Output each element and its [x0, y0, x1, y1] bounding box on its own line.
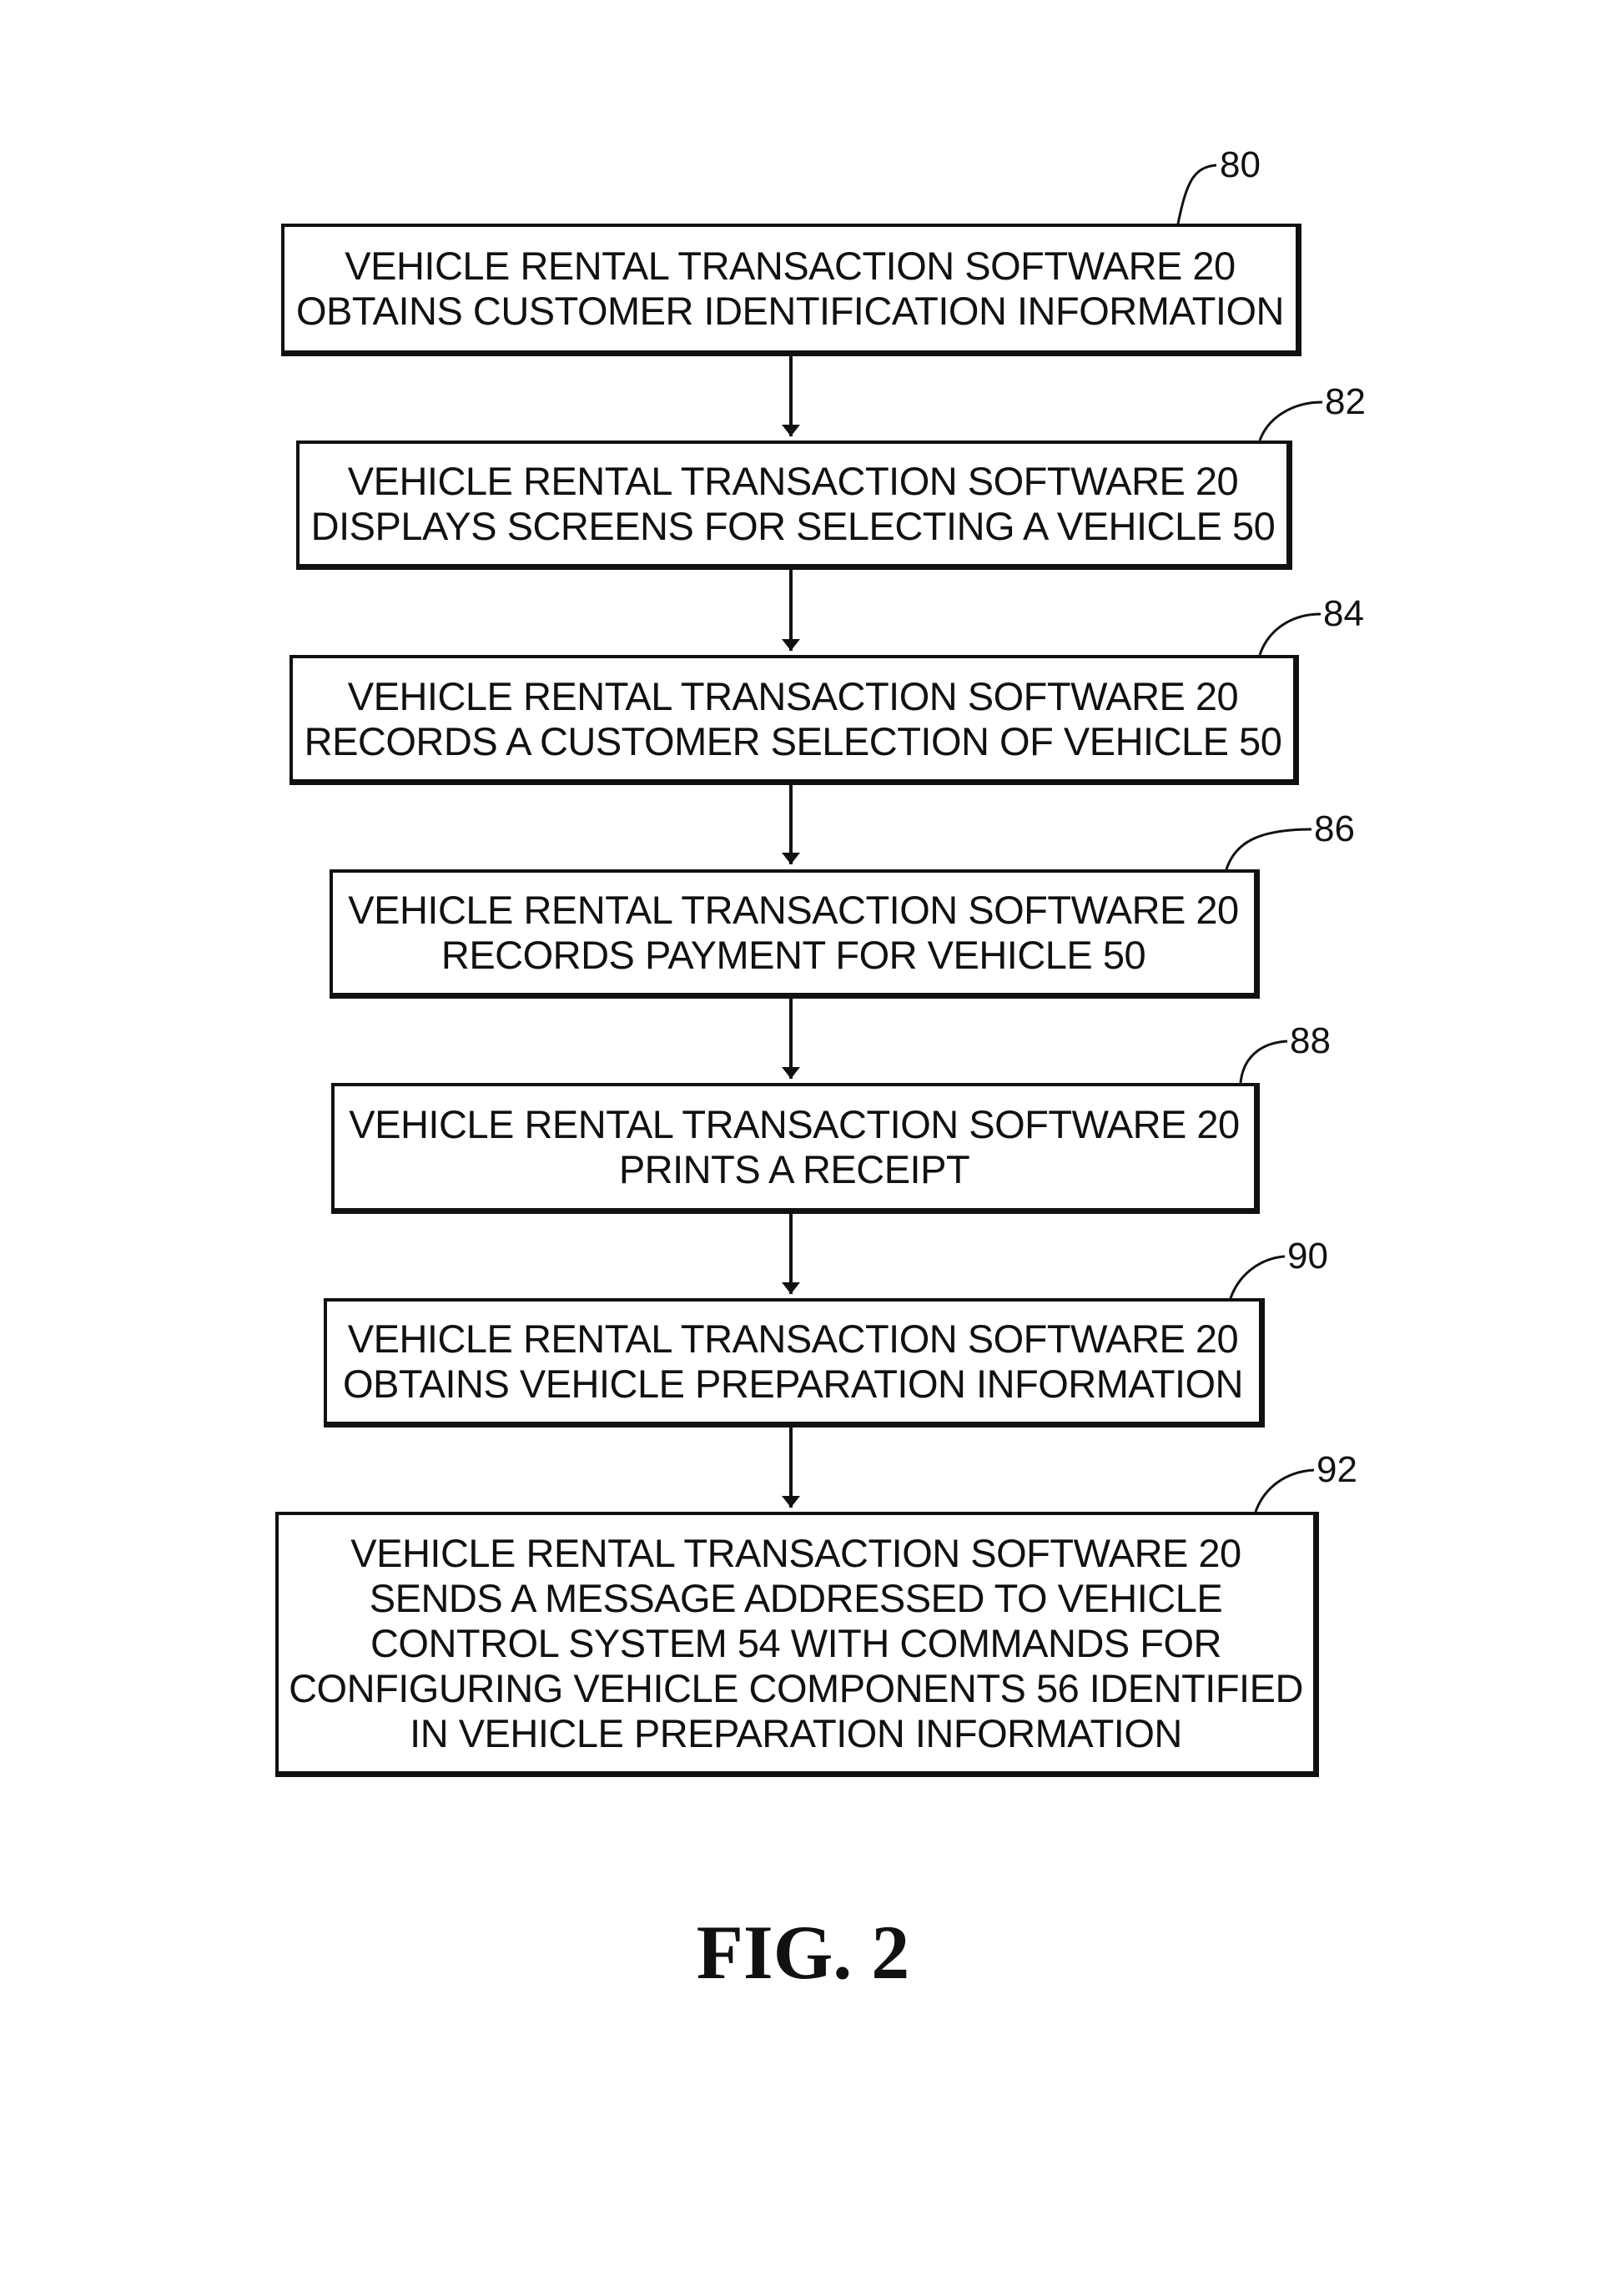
step-92-line-2: SENDS A MESSAGE ADDRESSED TO VEHICLE	[370, 1576, 1222, 1621]
step-86-line-2: RECORDS PAYMENT FOR VEHICLE 50	[441, 933, 1145, 978]
step-92-line-4: CONFIGURING VEHICLE COMPONENTS 56 IDENTI…	[289, 1666, 1303, 1711]
ref-leader-80	[1178, 165, 1216, 224]
step-90-line-2: OBTAINS VEHICLE PREPARATION INFORMATION	[343, 1362, 1243, 1407]
step-82-line-2: DISPLAYS SCREENS FOR SELECTING A VEHICLE…	[311, 504, 1276, 549]
step-84-line-2: RECORDS A CUSTOMER SELECTION OF VEHICLE …	[305, 719, 1282, 764]
ref-leader-92	[1256, 1470, 1314, 1512]
ref-number-80: 80	[1220, 147, 1261, 184]
step-box-82: VEHICLE RENTAL TRANSACTION SOFTWARE 20 D…	[296, 441, 1292, 570]
step-box-92: VEHICLE RENTAL TRANSACTION SOFTWARE 20 S…	[275, 1512, 1319, 1777]
ref-leader-84	[1260, 614, 1321, 655]
step-90-line-1: VEHICLE RENTAL TRANSACTION SOFTWARE 20	[348, 1317, 1238, 1362]
step-box-88: VEHICLE RENTAL TRANSACTION SOFTWARE 20 P…	[331, 1083, 1260, 1214]
step-92-line-1: VEHICLE RENTAL TRANSACTION SOFTWARE 20	[350, 1531, 1241, 1576]
step-box-80: VEHICLE RENTAL TRANSACTION SOFTWARE 20 O…	[281, 224, 1301, 356]
ref-number-86: 86	[1314, 811, 1355, 848]
ref-leader-88	[1241, 1041, 1287, 1083]
step-box-86: VEHICLE RENTAL TRANSACTION SOFTWARE 20 R…	[330, 869, 1260, 999]
step-88-line-2: PRINTS A RECEIPT	[619, 1147, 969, 1192]
step-86-line-1: VEHICLE RENTAL TRANSACTION SOFTWARE 20	[348, 888, 1238, 933]
ref-number-88: 88	[1290, 1023, 1331, 1060]
ref-number-84: 84	[1323, 596, 1364, 632]
figure-caption: FIG. 2	[0, 1911, 1606, 1994]
ref-leader-82	[1260, 402, 1322, 441]
ref-leader-86	[1226, 829, 1311, 869]
step-box-90: VEHICLE RENTAL TRANSACTION SOFTWARE 20 O…	[324, 1298, 1265, 1427]
ref-number-82: 82	[1325, 384, 1366, 420]
ref-number-92: 92	[1317, 1452, 1357, 1488]
ref-number-90: 90	[1287, 1238, 1328, 1275]
step-84-line-1: VEHICLE RENTAL TRANSACTION SOFTWARE 20	[348, 674, 1238, 719]
step-80-line-2: OBTAINS CUSTOMER IDENTIFICATION INFORMAT…	[296, 289, 1284, 334]
step-82-line-1: VEHICLE RENTAL TRANSACTION SOFTWARE 20	[348, 459, 1238, 504]
step-92-line-3: CONTROL SYSTEM 54 WITH COMMANDS FOR	[370, 1621, 1221, 1666]
ref-leader-90	[1231, 1256, 1285, 1298]
step-88-line-1: VEHICLE RENTAL TRANSACTION SOFTWARE 20	[349, 1102, 1239, 1147]
step-box-84: VEHICLE RENTAL TRANSACTION SOFTWARE 20 R…	[289, 655, 1299, 785]
step-92-line-5: IN VEHICLE PREPARATION INFORMATION	[410, 1711, 1182, 1756]
step-80-line-1: VEHICLE RENTAL TRANSACTION SOFTWARE 20	[345, 244, 1235, 289]
